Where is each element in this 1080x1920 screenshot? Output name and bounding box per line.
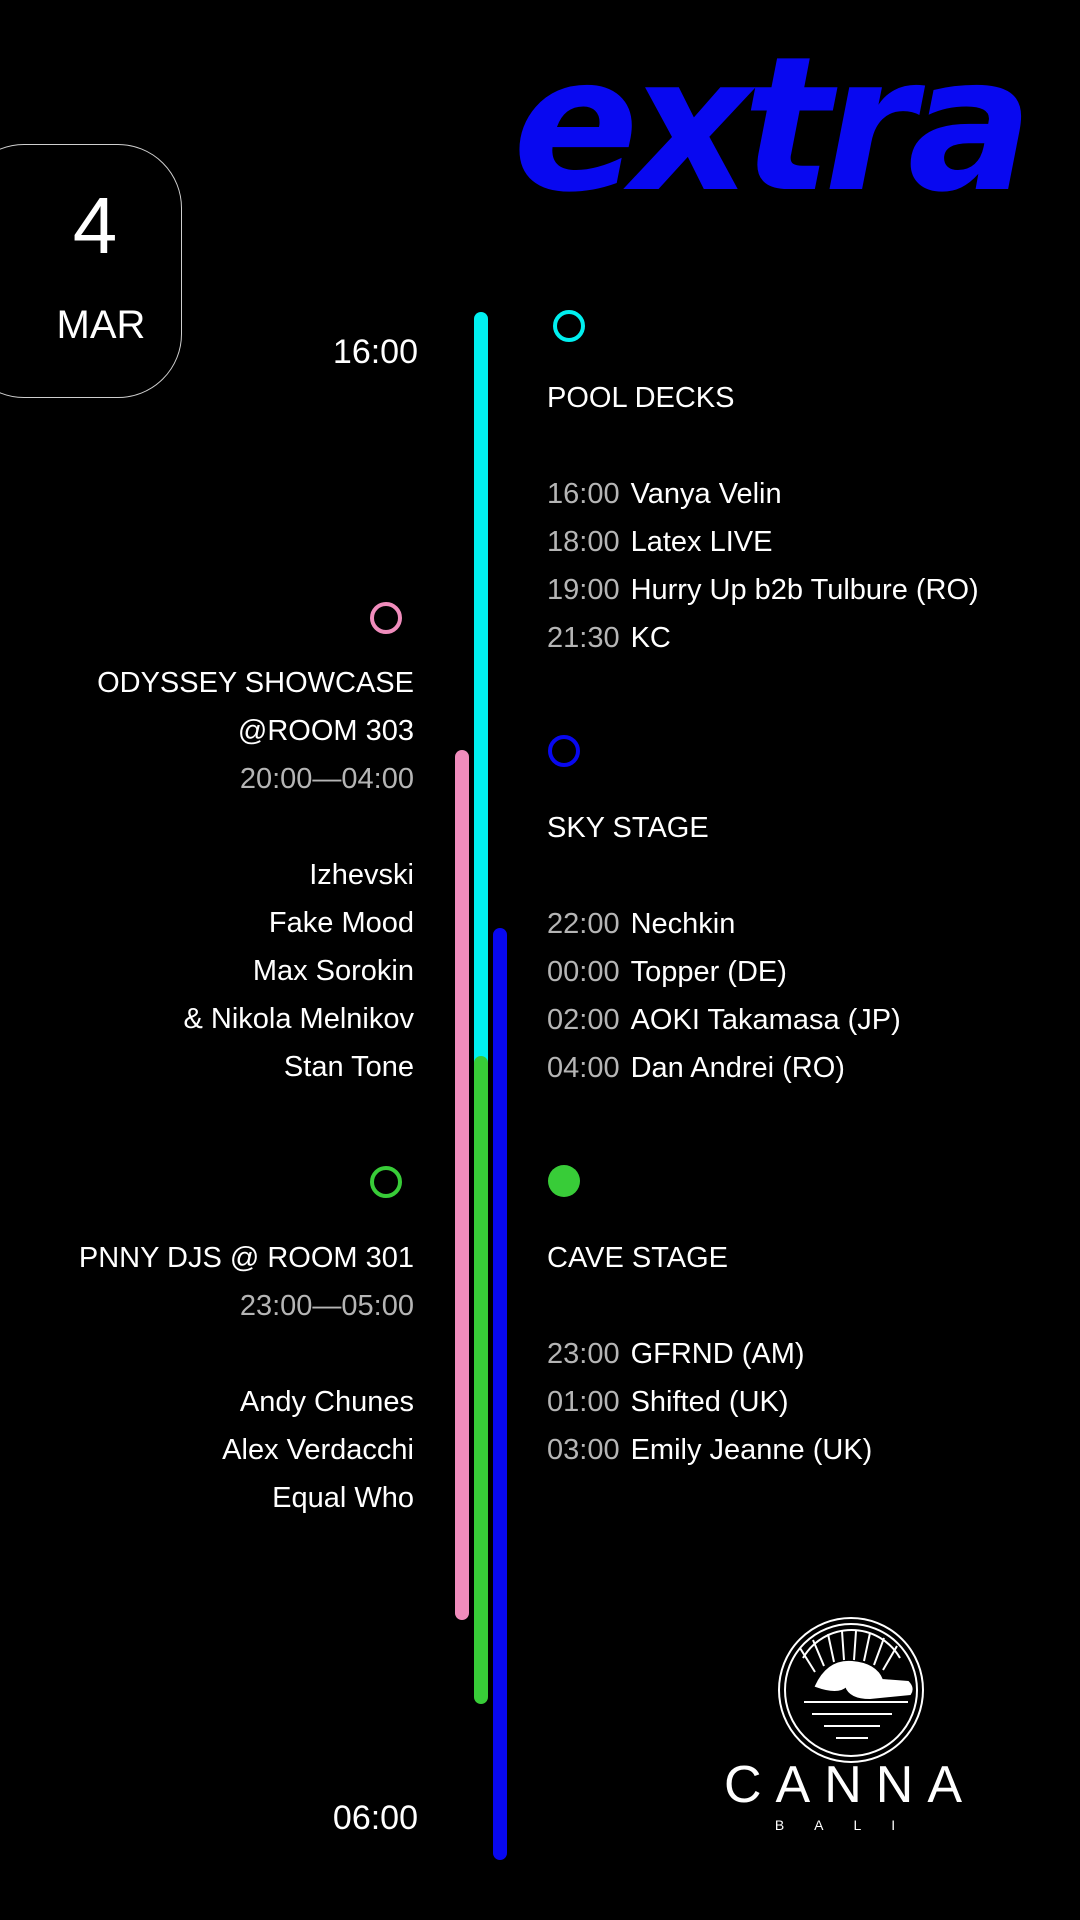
pool-decks-marker-icon [553,310,585,342]
pool-decks-lineup: 16:00 Vanya Velin 18:00 Latex LIVE 19:00 Hu… [547,476,979,656]
lineup-slot: 19:00 Hurry Up b2b Tulbure (RO) [547,572,979,608]
cave-stage-lineup: 23:00 GFRND (AM) 01:00 Shifted (UK) 03:00 E… [547,1336,872,1468]
lineup-slot: 01:00 Shifted (UK) [547,1384,872,1420]
artist-name: Max Sorokin [252,955,414,987]
sky-stage-lineup: 22:00 Nechkin 00:00 Topper (DE) 02:00 AOKI … [547,906,901,1086]
stage-title: CAVE STAGE [547,1242,729,1274]
pnny-bar [474,1056,488,1704]
lineup-slot: 03:00 Emily Jeanne (UK) [547,1432,872,1468]
slot-artist: Vanya Velin [630,478,782,510]
slot-artist: GFRND (AM) [630,1338,805,1370]
lineup-slot: 21:30 KC [547,620,979,656]
slot-time: 23:00 [547,1338,620,1370]
date-day: 4 [72,181,118,270]
lineup-slot: 22:00 Nechkin [547,906,901,942]
slot-time: 03:00 [547,1434,620,1466]
artist-name: Izhevski [309,859,414,891]
lineup-slot: 23:00 GFRND (AM) [547,1336,872,1372]
slot-time: 01:00 [547,1386,620,1418]
slot-time: 21:30 [547,622,620,654]
lineup-slot: 18:00 Latex LIVE [547,524,979,560]
spacer [0,803,414,851]
stage-hours: 20:00—04:00 [239,763,414,795]
pnny-marker-icon [370,1166,402,1198]
odyssey-bar [455,750,469,1620]
artist-name: Alex Verdacchi [222,1434,414,1466]
stage-title: ODYSSEY SHOWCASE [97,667,414,699]
slot-artist: Nechkin [630,908,736,940]
slot-time: 00:00 [547,956,620,988]
slot-artist: Topper (DE) [630,956,787,988]
slot-artist: Emily Jeanne (UK) [630,1434,873,1466]
brand-title: extra [512,16,1033,233]
slot-time: 04:00 [547,1052,620,1084]
timeline-start: 16:00 [332,333,418,371]
slot-artist: AOKI Takamasa (JP) [630,1004,901,1036]
logo-subtitle: BALI [774,1817,926,1833]
stage-title: @ROOM 303 [237,715,414,747]
artist-name: Stan Tone [283,1051,414,1083]
slot-artist: Dan Andrei (RO) [630,1052,845,1084]
lineup-slot: 02:00 AOKI Takamasa (JP) [547,1002,901,1038]
slot-time: 02:00 [547,1004,620,1036]
slot-artist: Shifted (UK) [630,1386,789,1418]
slot-artist: KC [630,622,671,654]
date-card [0,144,182,398]
spacer [0,1330,414,1378]
lineup-slot: 00:00 Topper (DE) [547,954,901,990]
slot-artist: Latex LIVE [630,526,773,558]
cave-stage-marker-icon [548,1165,580,1197]
sky-stage-bar [493,928,507,1860]
slot-time: 22:00 [547,908,620,940]
artist-name: Andy Chunes [239,1386,414,1418]
slot-artist: Hurry Up b2b Tulbure (RO) [630,574,979,606]
timeline-end: 06:00 [332,1799,418,1837]
stage-hours: 23:00—05:00 [239,1290,414,1322]
odyssey-block: ODYSSEY SHOWCASE @ROOM 303 20:00—04:00 I… [0,659,414,1091]
stage-title: SKY STAGE [547,812,709,844]
pnny-block: PNNY DJS @ ROOM 301 23:00—05:00 Andy Chu… [0,1234,414,1522]
lineup-slot: 04:00 Dan Andrei (RO) [547,1050,901,1086]
stage-title: POOL DECKS [547,382,735,414]
odyssey-marker-icon [370,602,402,634]
date-month: MAR [56,303,146,347]
slot-time: 18:00 [547,526,620,558]
sky-stage-marker-icon [548,735,580,767]
artist-name: Fake Mood [268,907,414,939]
stage-title: PNNY DJS @ ROOM 301 [78,1242,414,1274]
logo-wordmark: CANNA [723,1756,977,1814]
artist-name: Equal Who [272,1482,414,1514]
slot-time: 16:00 [547,478,620,510]
slot-time: 19:00 [547,574,620,606]
artist-name: & Nikola Melnikov [183,1003,414,1035]
lineup-slot: 16:00 Vanya Velin [547,476,979,512]
pool-decks-bar [474,312,488,1070]
canna-logo-icon [778,1617,924,1763]
